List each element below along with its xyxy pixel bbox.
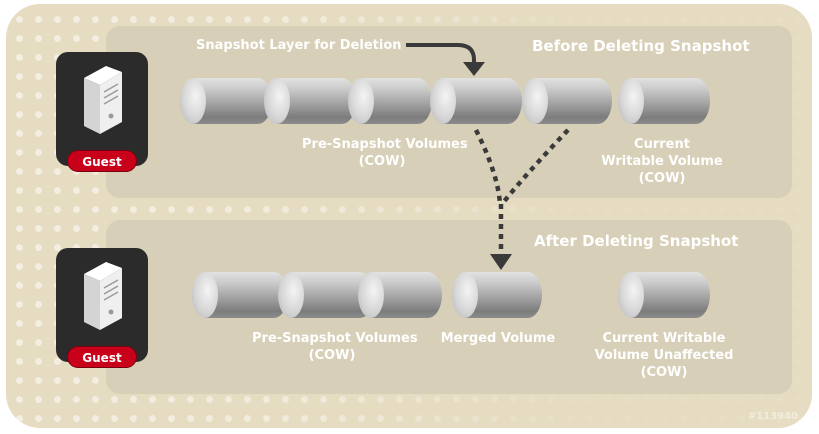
server-icon: [84, 262, 122, 330]
pre-snapshot-volume: [264, 78, 356, 124]
snapshot-callout-label: Snapshot Layer for Deletion: [196, 38, 402, 53]
current-writable-unaffected-label: Current Writable Volume Unaffected (COW): [594, 331, 734, 380]
pre-snapshot-label: Pre-Snapshot Volumes (COW): [302, 137, 468, 169]
after-title: After Deleting Snapshot: [534, 232, 739, 250]
merged-volume-label: Merged Volume: [440, 331, 556, 346]
merged-volume: [452, 272, 542, 318]
diagram-frame: Guest Guest: [6, 4, 812, 428]
current-writable-label: Current Writable Volume (COW): [601, 137, 723, 186]
current-writable-volume: [618, 78, 710, 124]
snapshot-layer-volume: [430, 78, 522, 124]
guest-badge: Guest: [67, 346, 137, 368]
figure-id-watermark: #113940: [747, 411, 798, 422]
before-title: Before Deleting Snapshot: [532, 37, 750, 55]
arrow-icon: [406, 43, 485, 76]
pre-snapshot-volume: [358, 272, 442, 318]
pre-snapshot-volume: [348, 78, 432, 124]
pre-snapshot-volume: [180, 78, 272, 124]
pre-snapshot-volume: [192, 272, 288, 318]
guest-badge: Guest: [67, 150, 137, 172]
dotted-merge-arrow-icon: [473, 128, 570, 270]
arrows-overlay: [406, 43, 570, 270]
pre-snapshot-label: Pre-Snapshot Volumes (COW): [252, 331, 418, 363]
guest-server-bottom: Guest: [56, 248, 148, 368]
snapshot-layer-volume: [522, 78, 612, 124]
current-writable-volume: [618, 272, 710, 318]
server-icon: [84, 66, 122, 134]
guest-server-top: Guest: [56, 52, 148, 172]
